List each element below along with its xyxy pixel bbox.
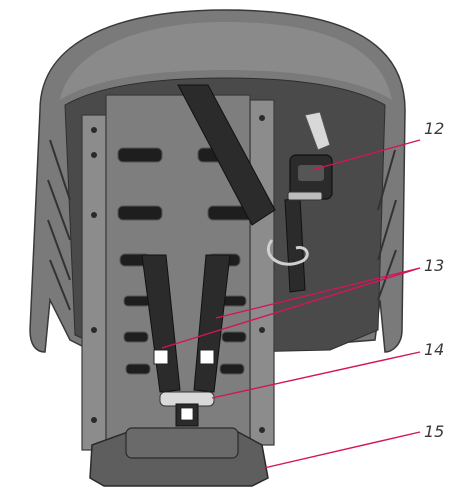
right-strap-tag xyxy=(199,349,215,365)
crotch-buckle xyxy=(159,391,215,427)
left-side-grooves xyxy=(47,139,71,311)
callout-13: 13 xyxy=(424,256,445,275)
leader-lines xyxy=(161,139,421,469)
top-belt xyxy=(177,84,276,226)
leader-12 xyxy=(311,139,421,171)
left-strap-tag xyxy=(153,349,169,365)
shell-highlight xyxy=(60,22,392,100)
base-step xyxy=(125,427,239,459)
left-frame-rail xyxy=(81,114,107,451)
leader-13a xyxy=(215,267,421,319)
leader-13b xyxy=(161,267,421,349)
right-frame-rail xyxy=(249,99,275,446)
coiled-webbing xyxy=(266,239,309,266)
right-side-grooves xyxy=(377,149,397,301)
side-belt xyxy=(304,111,331,151)
callout-15: 15 xyxy=(424,422,445,441)
leader-15 xyxy=(263,431,421,469)
left-shoulder-strap xyxy=(141,254,181,393)
harness-slots xyxy=(117,147,253,375)
adjuster-buckle xyxy=(287,154,333,201)
callout-14: 14 xyxy=(424,340,445,359)
leader-14 xyxy=(211,351,421,399)
callout-12: 12 xyxy=(424,119,445,138)
